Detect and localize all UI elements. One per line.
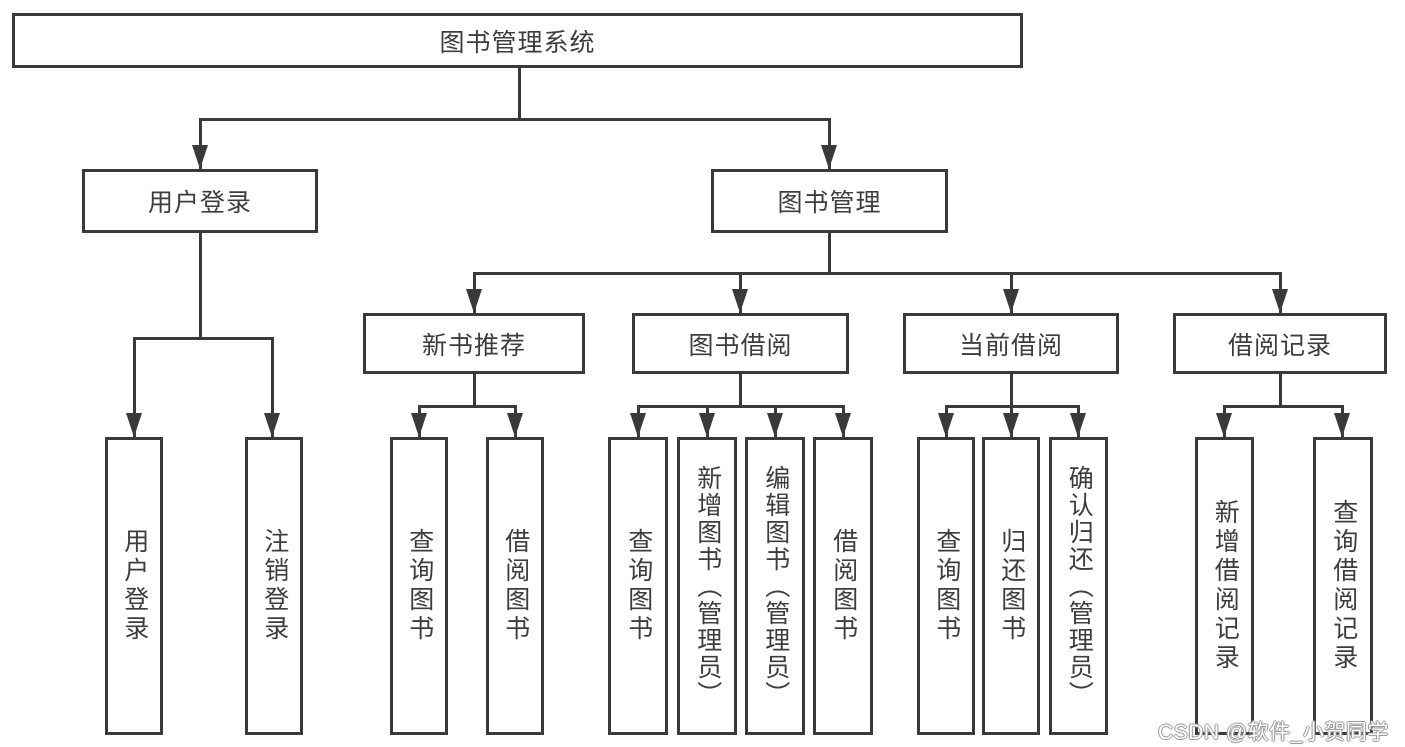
node-user-login: 用户登录 [82, 169, 318, 233]
connector-nb-stem [473, 374, 476, 405]
arrowhead-bb-edit [767, 413, 783, 437]
connector-br-stem [1279, 374, 1282, 405]
node-bb-edit-books-label: 编辑图书（管理员） [761, 464, 790, 708]
node-cb-query-books: 查询图书 [917, 437, 975, 735]
node-book-management-label: 图书管理 [777, 189, 882, 217]
connector-level3-hline [473, 272, 1282, 275]
arrowhead-bb-query [630, 413, 646, 437]
csdn-watermark: CSDN @软件_小贺同学 [1158, 721, 1389, 744]
node-bb-query-books: 查询图书 [608, 437, 668, 735]
node-bb-borrow-books-label: 借阅图书 [829, 528, 858, 644]
arrowhead-bb-borrow [835, 413, 851, 437]
node-nb-query-books-label: 查询图书 [405, 528, 434, 644]
connector-nb-hline [418, 405, 517, 408]
node-br-query-record-label: 查询借阅记录 [1329, 499, 1358, 673]
arrowhead-book-borrow [732, 289, 748, 313]
node-borrow-records-label: 借阅记录 [1227, 331, 1332, 360]
node-new-book-recommend-label: 新书推荐 [421, 331, 526, 360]
node-bb-borrow-books: 借阅图书 [813, 437, 873, 735]
node-current-borrow-label: 当前借阅 [958, 331, 1063, 360]
node-user-login-leaf-label: 用户登录 [120, 528, 149, 644]
node-new-book-recommend: 新书推荐 [363, 313, 585, 374]
connector-to-user-login-leaf [133, 337, 136, 437]
arrowhead-book-management [821, 145, 837, 169]
node-br-query-record: 查询借阅记录 [1313, 437, 1373, 735]
arrowhead-user-login [192, 145, 208, 169]
arrowhead-br-add [1216, 413, 1232, 437]
node-cb-query-books-label: 查询图书 [932, 528, 961, 644]
node-root-label: 图书管理系统 [439, 28, 596, 57]
node-nb-query-books: 查询图书 [390, 437, 448, 735]
node-current-borrow: 当前借阅 [903, 313, 1119, 374]
arrowhead-br-query [1334, 413, 1350, 437]
node-bb-edit-books: 编辑图书（管理员） [745, 437, 805, 735]
connector-user-login-hline [133, 337, 274, 340]
connector-cb-stem [1010, 374, 1013, 405]
node-cb-confirm-return-label: 确认归还（管理员） [1065, 464, 1094, 708]
node-nb-borrow-books-label: 借阅图书 [501, 528, 530, 644]
arrowhead-cb-query [938, 413, 954, 437]
connector-bb-stem [739, 374, 742, 405]
connector-user-login-stem [199, 233, 202, 337]
connector-to-user-login [199, 118, 202, 169]
node-user-login-label: 用户登录 [147, 189, 252, 217]
node-cb-confirm-return: 确认归还（管理员） [1049, 437, 1108, 735]
connector-level1-hline [199, 118, 831, 121]
arrowhead-cb-confirm [1070, 413, 1086, 437]
node-bb-add-books-label: 新增图书（管理员） [693, 464, 722, 708]
node-br-add-record-label: 新增借阅记录 [1211, 499, 1240, 673]
arrowhead-new-book-recommend [466, 289, 482, 313]
node-cb-return-books-label: 归还图书 [997, 528, 1026, 644]
arrowhead-user-login-leaf [126, 413, 142, 437]
arrowhead-borrow-records [1272, 289, 1288, 313]
node-root: 图书管理系统 [12, 13, 1023, 68]
arrowhead-bb-add [699, 413, 715, 437]
node-user-login-leaf: 用户登录 [105, 437, 163, 735]
connector-book-management-stem [828, 233, 831, 272]
arrowhead-cb-return [1003, 413, 1019, 437]
node-logout: 注销登录 [245, 437, 303, 735]
node-cb-return-books: 归还图书 [982, 437, 1040, 735]
node-br-add-record: 新增借阅记录 [1195, 437, 1254, 735]
node-nb-borrow-books: 借阅图书 [486, 437, 544, 735]
connector-br-hline [1223, 405, 1344, 408]
arrowhead-nb-borrow [507, 413, 523, 437]
node-bb-add-books: 新增图书（管理员） [677, 437, 737, 735]
arrowhead-logout [264, 413, 280, 437]
node-bb-query-books-label: 查询图书 [624, 528, 653, 644]
connector-root-stem [518, 68, 521, 118]
node-book-borrow-label: 图书借阅 [688, 331, 793, 360]
arrowhead-current-borrow [1003, 289, 1019, 313]
connector-to-book-management [828, 118, 831, 169]
node-book-management: 图书管理 [711, 169, 948, 233]
node-borrow-records: 借阅记录 [1173, 313, 1387, 374]
node-book-borrow: 图书借阅 [632, 313, 849, 374]
arrowhead-nb-query [411, 413, 427, 437]
connector-bb-hline [637, 405, 845, 408]
node-logout-label: 注销登录 [260, 528, 289, 644]
connector-to-logout [271, 337, 274, 437]
